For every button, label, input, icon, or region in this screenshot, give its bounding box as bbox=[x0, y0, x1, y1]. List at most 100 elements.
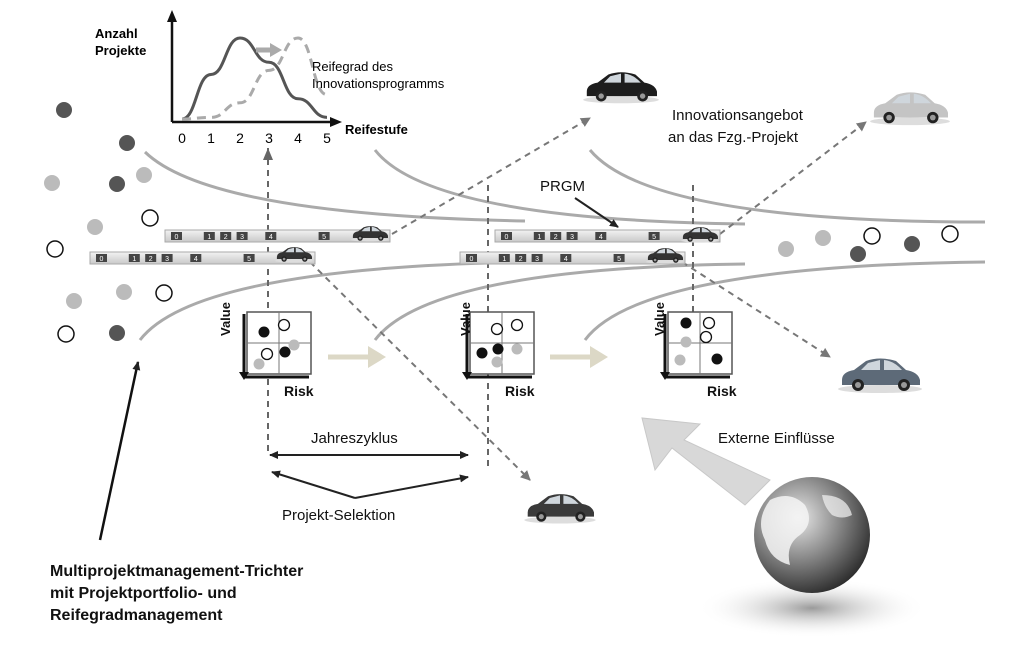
car-body bbox=[352, 226, 388, 239]
portfolio-matrix-1 bbox=[239, 311, 312, 380]
matrix-dot bbox=[674, 354, 686, 366]
dot bbox=[57, 325, 75, 343]
car-window bbox=[361, 226, 380, 232]
stage-marker-label: 5 bbox=[247, 256, 251, 263]
innovation-offer-label-1: Innovationsangebot bbox=[672, 107, 803, 124]
small-car-icon bbox=[646, 248, 684, 264]
matrix-dot bbox=[277, 318, 291, 332]
stage-marker bbox=[531, 254, 543, 262]
stage-marker-label: 1 bbox=[207, 234, 211, 241]
stage-marker bbox=[595, 232, 607, 240]
dot bbox=[155, 284, 173, 302]
stage-marker bbox=[145, 254, 157, 262]
portfolio-matrix-2 bbox=[462, 311, 535, 380]
stage-marker-label: 0 bbox=[470, 256, 474, 263]
globe-continent bbox=[761, 496, 809, 565]
cycle-dividers bbox=[267, 148, 694, 470]
dot bbox=[141, 209, 159, 227]
flow-arrow-1-head bbox=[368, 346, 386, 368]
stage-marker-label: 1 bbox=[132, 256, 136, 263]
sedan-car-icon bbox=[583, 72, 659, 104]
car-window bbox=[285, 247, 304, 253]
car-rim bbox=[688, 237, 692, 241]
inset-y-arrowhead bbox=[167, 10, 177, 22]
stage-marker-label: 1 bbox=[502, 256, 506, 263]
small-car-icon bbox=[275, 247, 313, 263]
cars bbox=[275, 72, 950, 524]
inset-tick-label: 3 bbox=[265, 130, 273, 146]
stage-marker bbox=[498, 254, 510, 262]
matrix-dot bbox=[680, 317, 692, 329]
caption-arrow bbox=[98, 361, 141, 541]
external-influences-label: Externe Einflüsse bbox=[718, 430, 835, 447]
dot bbox=[87, 219, 103, 235]
matrix-axis-arrowhead bbox=[239, 372, 249, 380]
dot bbox=[815, 230, 831, 246]
dot bbox=[66, 293, 82, 309]
series-dashed-line bbox=[181, 36, 328, 121]
car-rim bbox=[886, 114, 892, 121]
flow-arrows bbox=[328, 346, 608, 368]
dot bbox=[119, 135, 135, 151]
caption-line-1: Multiprojektmanagement-Trichter bbox=[50, 563, 304, 580]
car-rim bbox=[598, 93, 604, 99]
prgm-pointer bbox=[574, 197, 619, 228]
dot bbox=[56, 102, 72, 118]
offer-arrow-3 bbox=[309, 261, 531, 481]
matrix-dot bbox=[680, 336, 692, 348]
inset-tick-label: 1 bbox=[207, 130, 215, 146]
stage-marker bbox=[560, 254, 572, 262]
portfolio-matrix-3 bbox=[660, 311, 733, 380]
inset-ylabel-2: Projekte bbox=[95, 43, 146, 58]
inset-annotation-1: Reifegrad des bbox=[312, 59, 393, 74]
stage-marker-label: 5 bbox=[652, 234, 656, 241]
stage-marker bbox=[648, 232, 660, 240]
cycle-arrows bbox=[269, 451, 469, 499]
stage-marker-label: 4 bbox=[564, 256, 568, 263]
car-rim bbox=[379, 236, 383, 240]
matrix-dot bbox=[702, 316, 716, 330]
stage-marker-label: 2 bbox=[519, 256, 523, 263]
car-rim bbox=[577, 514, 583, 520]
offer-arrow-2 bbox=[719, 121, 867, 235]
car-rim bbox=[674, 258, 678, 262]
matrix-axis-arrowhead bbox=[462, 372, 472, 380]
external-arrow-shape bbox=[641, 417, 771, 506]
car-body bbox=[647, 248, 683, 261]
stage-marker bbox=[566, 232, 578, 240]
inset-annotation-2: Innovationsprogramms bbox=[312, 76, 445, 91]
offer-arrow-4 bbox=[681, 261, 831, 358]
stage-marker bbox=[515, 254, 527, 262]
selection-arrow-right bbox=[354, 474, 469, 499]
car-body bbox=[682, 227, 718, 240]
risk-label-2: Risk bbox=[505, 383, 535, 399]
stage-marker bbox=[128, 254, 140, 262]
matrix-dot bbox=[699, 330, 713, 344]
dot bbox=[116, 284, 132, 300]
stage-marker bbox=[550, 232, 562, 240]
inset-x-arrowhead bbox=[330, 117, 342, 127]
inset-tick-label: 4 bbox=[294, 130, 302, 146]
matrix-dot bbox=[491, 356, 503, 368]
car-body bbox=[527, 494, 594, 517]
car-window bbox=[543, 495, 579, 504]
stage-marker bbox=[96, 254, 107, 262]
stage-marker-label: 4 bbox=[599, 234, 603, 241]
stage-marker-label: 4 bbox=[194, 256, 198, 263]
dot bbox=[44, 175, 60, 191]
funnel-1-top bbox=[143, 150, 526, 223]
car-rim bbox=[282, 257, 286, 261]
project-selection-label: Projekt-Selektion bbox=[282, 507, 396, 524]
project-dots-left bbox=[44, 102, 173, 343]
stage-marker-label: 3 bbox=[240, 234, 244, 241]
stage-marker-label: 0 bbox=[100, 256, 104, 263]
car-body bbox=[842, 358, 920, 385]
stage-marker bbox=[171, 232, 182, 240]
matrix-dot bbox=[490, 322, 504, 336]
portfolio-matrices bbox=[239, 311, 733, 380]
stage-marker bbox=[318, 232, 330, 240]
